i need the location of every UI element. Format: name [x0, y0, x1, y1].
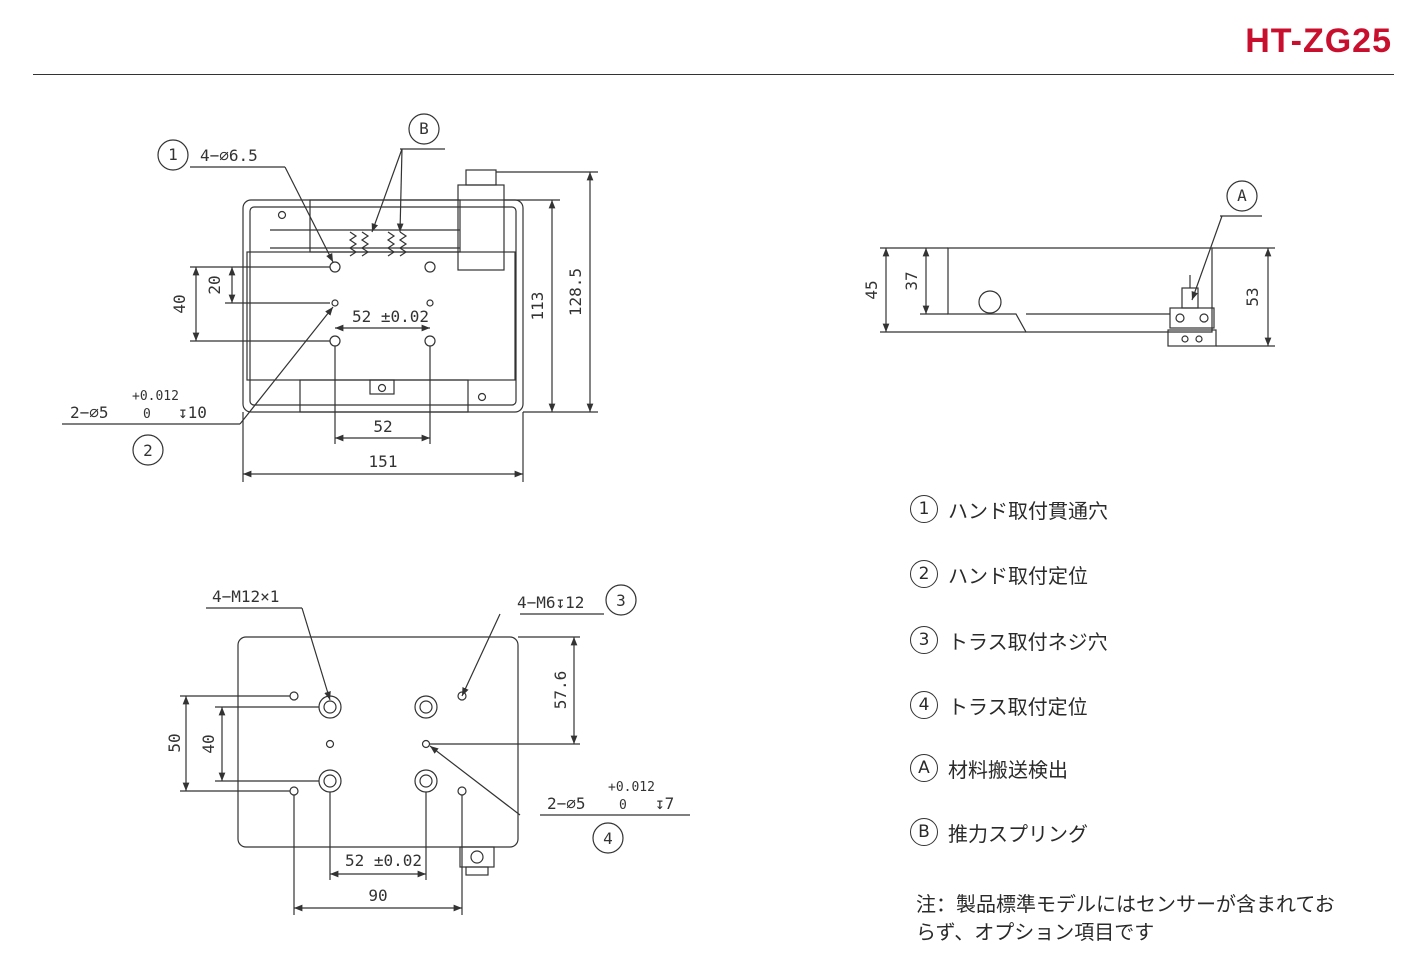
- legend-symbol: 4: [910, 691, 938, 719]
- dim-50-label: 50: [165, 733, 184, 752]
- pin-tol-upper-label: +0.012: [132, 389, 179, 404]
- callout-3-label: 3: [616, 591, 626, 610]
- dim-45-label: 45: [862, 280, 881, 299]
- dim-53-label: 53: [1243, 287, 1262, 306]
- dim-151-label: 151: [369, 452, 398, 471]
- dim-113-label: 113: [528, 292, 547, 321]
- note-text: 注：製品標準モデルにはセンサーが含まれておらず、オプション項目です: [916, 892, 1335, 944]
- legend-item: 3 トラス取付ネジ穴: [910, 623, 1108, 657]
- legend-text: ハンド取付貫通穴: [948, 498, 1108, 523]
- dim-52-label: 52: [373, 417, 392, 436]
- pin-tol-lower-bottom-label: 0: [619, 798, 627, 813]
- legend-item: 1 ハンド取付貫通穴: [910, 492, 1108, 526]
- dim-128-5-label: 128.5: [566, 268, 585, 316]
- thread-m6-label: 4−M6↧12: [517, 593, 584, 612]
- hole-spec-label: 4−∅6.5: [200, 146, 258, 165]
- legend-symbol: A: [910, 754, 938, 782]
- legend-text: ハンド取付定位: [948, 563, 1088, 588]
- dim-40-label: 40: [170, 294, 189, 313]
- legend-symbol: 2: [910, 560, 938, 588]
- legend-symbol: B: [910, 818, 938, 846]
- dim-90-label: 90: [368, 886, 387, 905]
- pin-depth-label: ↧10: [178, 403, 207, 422]
- legend-item: 2 ハンド取付定位: [910, 557, 1088, 591]
- sensor-block: [457, 184, 505, 271]
- top-view: [62, 113, 598, 482]
- callout-a-label: A: [1237, 186, 1247, 205]
- legend-text: トラス取付定位: [948, 694, 1088, 719]
- legend-symbol: 1: [910, 495, 938, 523]
- thread-m12-label: 4−M12×1: [212, 587, 279, 606]
- legend-item: 4 トラス取付定位: [910, 688, 1088, 722]
- callout-1-label: 1: [168, 145, 178, 164]
- pin-spec-bottom-label: 2−∅5: [547, 794, 586, 813]
- dim-20-label: 20: [205, 275, 224, 294]
- dim-40-bottom-label: 40: [199, 734, 218, 753]
- spring-housing: [309, 199, 461, 253]
- legend-text: 推力スプリング: [948, 821, 1088, 846]
- pin-depth-bottom-label: ↧7: [655, 794, 674, 813]
- dim-57-6-label: 57.6: [551, 671, 570, 710]
- model-title: HT-ZG25: [1245, 22, 1392, 60]
- legend-text: トラス取付ネジ穴: [948, 629, 1108, 654]
- legend-item: B 推力スプリング: [910, 815, 1088, 849]
- callout-4-label: 4: [603, 829, 613, 848]
- header-rule: [33, 74, 1394, 75]
- spring-coil: [348, 231, 396, 257]
- legend-item: A 材料搬送検出: [910, 751, 1068, 785]
- side-view: [880, 180, 1275, 347]
- dim-52-tol-bottom-label: 52 ±0.02: [345, 851, 422, 870]
- legend-text: 材料搬送検出: [948, 757, 1068, 782]
- pin-tol-lower-label: 0: [143, 407, 151, 422]
- callout-2-label: 2: [143, 441, 153, 460]
- legend-symbol: 3: [910, 626, 938, 654]
- bottom-view-outline: [237, 636, 519, 848]
- dim-52-tol-label: 52 ±0.02: [352, 307, 429, 326]
- callout-b-label: B: [419, 119, 429, 138]
- dim-37-label: 37: [902, 271, 921, 290]
- pin-tol-upper-bottom-label: +0.012: [608, 780, 655, 795]
- side-view-outline: [947, 247, 1213, 333]
- bottom-view: [180, 584, 690, 915]
- pin-spec-label: 2−∅5: [70, 403, 109, 422]
